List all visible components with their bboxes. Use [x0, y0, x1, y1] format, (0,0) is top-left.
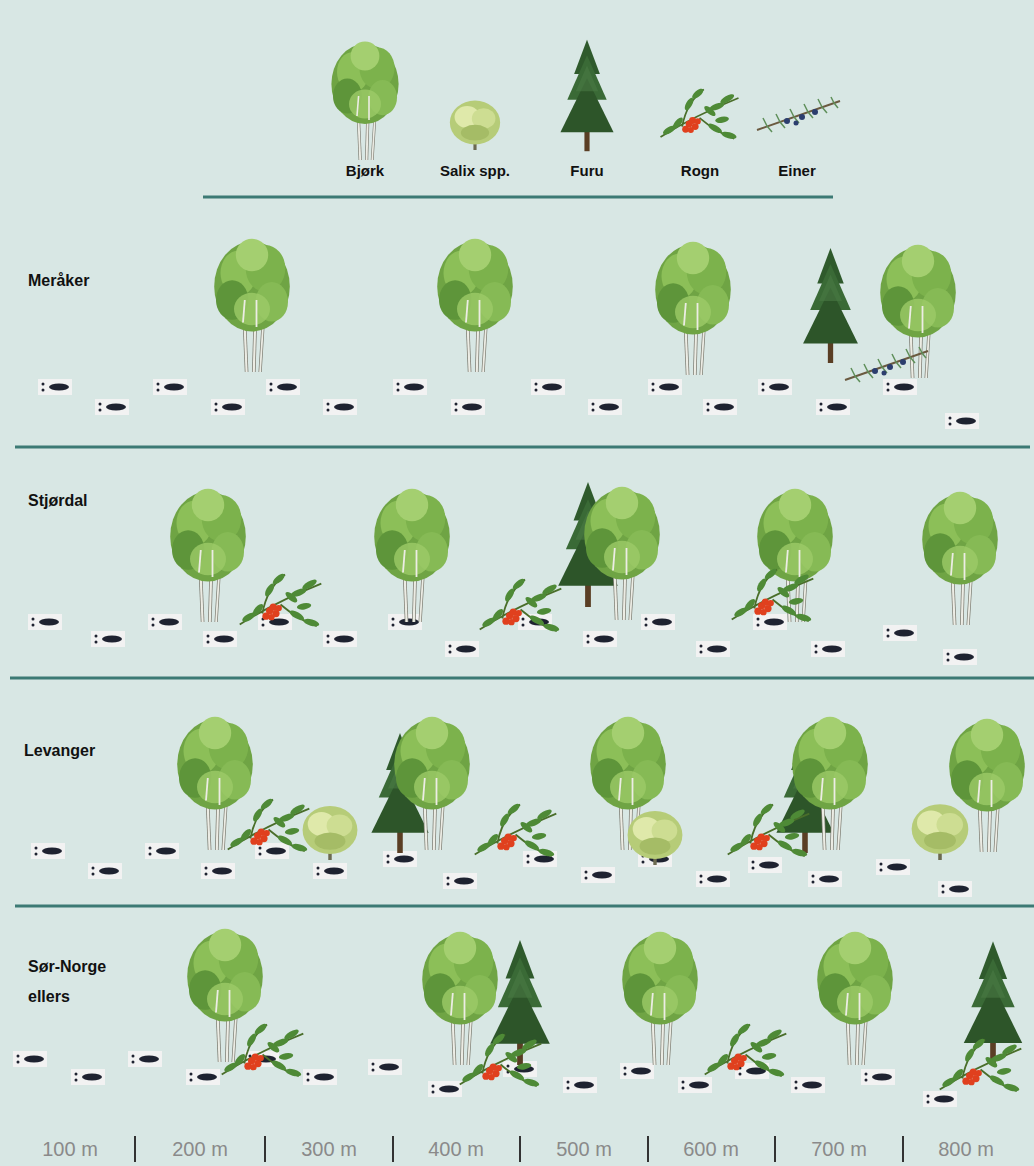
pine-icon: [560, 40, 613, 151]
distance-label: 100 m: [42, 1138, 98, 1161]
moose-tracks: [13, 379, 979, 1107]
distance-label: 700 m: [811, 1138, 867, 1161]
distance-label: 300 m: [301, 1138, 357, 1161]
row-label: Meråker: [28, 266, 89, 296]
row-label: Sør-Norge ellers: [28, 952, 120, 1013]
distance-label: 600 m: [683, 1138, 739, 1161]
birch-icon: [331, 42, 398, 160]
distance-label: 500 m: [556, 1138, 612, 1161]
axis-ticks: [135, 1136, 903, 1162]
levanger-trees: [177, 717, 1025, 865]
stjordal-trees: [170, 482, 998, 633]
legend-icons: [203, 40, 840, 197]
salix-icon: [450, 101, 500, 151]
rowan-icon: [661, 87, 739, 140]
legend-label: Bjørk: [346, 162, 384, 179]
distance-label: 800 m: [938, 1138, 994, 1161]
meraker-trees: [214, 239, 956, 382]
distance-label: 200 m: [172, 1138, 228, 1161]
legend-label: Rogn: [681, 162, 719, 179]
row-separators: [10, 447, 1034, 906]
distance-label: 400 m: [428, 1138, 484, 1161]
legend-label: Furu: [570, 162, 603, 179]
legend-label: Einer: [778, 162, 816, 179]
row-label: Levanger: [24, 736, 95, 766]
juniper-icon: [757, 97, 840, 132]
legend-label: Salix spp.: [440, 162, 510, 179]
row-label: Stjørdal: [28, 486, 88, 516]
legend-rule: [203, 196, 833, 199]
sor-norge-trees: [187, 929, 1022, 1093]
